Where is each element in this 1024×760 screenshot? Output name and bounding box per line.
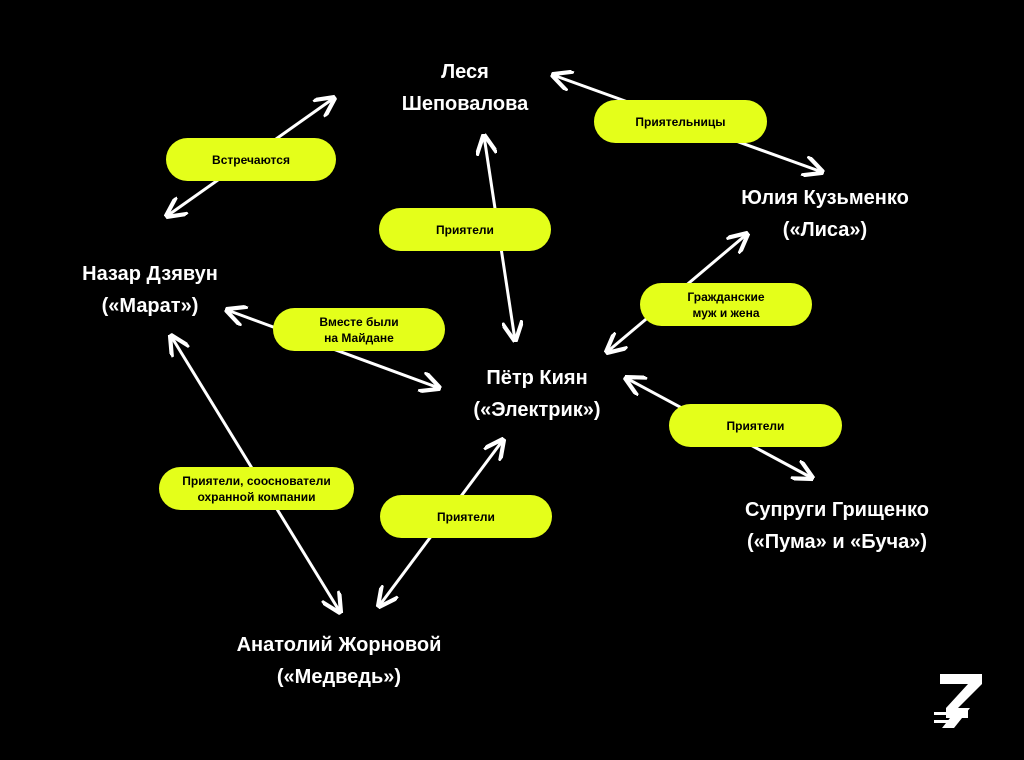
node-gryshchenko-line1: Супруги Грищенко	[744, 499, 930, 521]
pill-lesya-yuliya-label: Приятельницы	[635, 114, 726, 129]
pill-nazar-anatoliy-line2: охранной компании	[197, 489, 316, 504]
node-nazar-line1: Назар Дзявун	[82, 263, 218, 285]
pill-yuliya-petr-line1: Гражданские	[687, 289, 765, 304]
pill-nazar-petr-line1: Вместе были	[319, 314, 399, 329]
node-gryshchenko-line2: («Пума» и «Буча»)	[746, 531, 928, 553]
z-logo-icon	[934, 674, 982, 728]
node-anatoliy-line2: («Медведь»)	[276, 666, 402, 688]
node-anatoliy: Анатолий Жорновой («Медведь»)	[237, 629, 442, 693]
node-lesya: Леся Шеповалова	[402, 56, 528, 120]
pill-yuliya-petr-line2: муж и жена	[692, 305, 760, 320]
pill-nazar-petr: Вместе были на Майдане	[273, 308, 445, 351]
pill-nazar-lesya-label: Встречаются	[212, 152, 290, 167]
pill-lesya-petr: Приятели	[379, 208, 551, 251]
node-yuliya: Юлия Кузьменко («Лиса»)	[741, 182, 909, 246]
node-petr-line2: («Электрик»)	[473, 399, 601, 421]
node-yuliya-line2: («Лиса»)	[782, 219, 868, 241]
node-lesya-line2: Шеповалова	[401, 93, 529, 115]
pill-yuliya-petr: Гражданские муж и жена	[640, 283, 812, 326]
node-anatoliy-line1: Анатолий Жорновой	[236, 634, 442, 656]
pill-nazar-petr-line2: на Майдане	[324, 330, 394, 345]
pill-nazar-lesya: Встречаются	[166, 138, 336, 181]
node-nazar: Назар Дзявун («Марат»)	[82, 258, 218, 322]
pill-anatoliy-petr: Приятели	[380, 495, 552, 538]
pill-lesya-yuliya: Приятельницы	[594, 100, 767, 143]
pill-nazar-anatoliy-line1: Приятели, сооснователи	[182, 473, 331, 488]
pill-petr-gryshchenko-label: Приятели	[726, 418, 785, 433]
node-lesya-line1: Леся	[441, 61, 489, 83]
pill-petr-gryshchenko: Приятели	[669, 404, 842, 447]
node-gryshchenko: Супруги Грищенко («Пума» и «Буча»)	[745, 494, 929, 558]
node-yuliya-line1: Юлия Кузьменко	[741, 187, 909, 209]
pill-lesya-petr-label: Приятели	[436, 222, 494, 237]
pill-anatoliy-petr-label: Приятели	[437, 509, 495, 524]
node-petr: Пётр Киян («Электрик»)	[473, 362, 600, 426]
pill-nazar-anatoliy: Приятели, сооснователи охранной компании	[159, 467, 354, 510]
node-petr-line1: Пётр Киян	[486, 367, 588, 389]
node-nazar-line2: («Марат»)	[101, 295, 199, 317]
